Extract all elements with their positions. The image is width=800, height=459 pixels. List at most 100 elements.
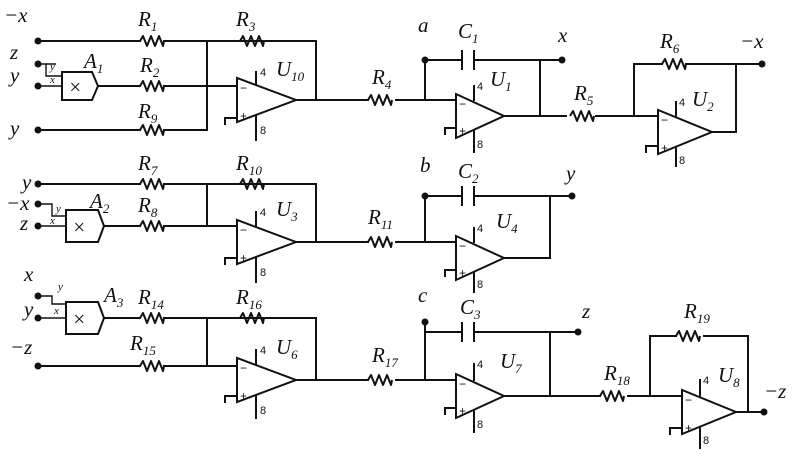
label-c1: C1 [458,19,479,46]
node-a-dot [421,56,429,64]
u7-plus-wire [444,407,457,415]
u1-plus: + [459,124,466,138]
u4-plus: + [459,266,466,280]
label-a1: A1 [82,49,103,76]
a1-top-input: y [49,61,55,73]
multiplier-a1-symbol: × [68,75,82,99]
multiplier-a3 [65,301,106,335]
label-row3-y: y [22,297,34,321]
label-row1-z: z [9,40,18,64]
resistor-r17 [367,374,393,386]
wire-r6 [633,63,761,133]
label-u6: U6 [276,335,298,362]
label-row2-z: z [19,211,28,235]
label-r9: R9 [137,99,158,126]
label-u2: U2 [692,87,714,114]
u8-plus: + [685,421,692,435]
label-r7: R7 [137,151,158,178]
capacitor-c1 [461,50,475,70]
u10-input-wires [206,85,238,125]
a3-bot-input: x [53,305,59,317]
resistor-r1 [139,35,165,47]
resistor-r9 [139,124,165,136]
u1-plus-wire [444,127,457,135]
label-row3-neg-z: −z [10,335,32,359]
label-out-neg-z: −z [764,379,786,403]
label-u8: U8 [718,363,740,390]
u3-plus: + [240,251,247,265]
label-u1: U1 [490,67,512,94]
capacitor-c3 [461,322,475,342]
label-r4: R4 [371,65,392,92]
u2-pin-bottom: 8 [679,155,685,167]
label-out-y: y [564,161,576,185]
u4-plus-wire [444,269,457,277]
resistor-r18 [599,390,625,402]
wire-r1-feedback [37,40,317,101]
label-r16: R16 [235,285,262,312]
u10-plus: + [240,109,247,123]
terminal-row3-out-z [574,328,582,336]
u10-pin-top: 4 [260,67,266,79]
u6-minus: − [240,361,247,375]
u6-plus: + [240,389,247,403]
opamp-u4 [455,234,507,282]
resistor-r2 [139,80,165,92]
resistor-r5 [569,110,595,122]
resistor-r3 [239,35,265,47]
wire-r19 [649,335,763,413]
label-r5: R5 [573,81,594,108]
label-u7: U7 [500,349,522,376]
wire-c2 [424,195,569,259]
multiplier-a1 [61,71,100,101]
resistor-r16 [239,312,265,324]
u8-pin-bottom: 8 [703,435,709,447]
wire-a1-inputs [38,63,62,87]
u7-pin-bottom: 8 [477,419,483,431]
wire-a2-inputs [38,203,66,227]
label-row1-neg-x: −x [4,3,28,27]
opamp-u8 [681,388,739,436]
u7-plus: + [459,404,466,418]
label-c2: C2 [458,159,479,186]
label-row1-y: y [8,63,20,87]
label-out-neg-x: −x [740,29,764,53]
label-a2: A2 [88,189,110,216]
resistor-r15 [139,360,165,372]
opamp-u6 [236,356,299,404]
u8-pin-top: 4 [703,375,709,387]
a2-bot-input: x [49,215,55,227]
u4-pin-bottom: 8 [477,279,483,291]
label-out-z: z [581,299,590,323]
resistor-r7 [139,178,165,190]
resistor-r10 [239,178,265,190]
u6-plus-wire [224,395,238,403]
opamp-u2 [657,108,715,156]
wire-r18 [549,331,683,397]
label-r2: R2 [139,53,160,80]
multiplier-a2 [65,209,106,243]
label-r19: R19 [683,299,710,326]
opamp-u1 [455,92,507,140]
u1-minus: − [459,97,466,111]
label-r1: R1 [137,7,157,34]
label-c3: C3 [460,295,481,322]
multiplier-a3-symbol: × [72,307,86,331]
label-node-b: b [420,153,431,177]
u2-plus: + [661,141,668,155]
u3-plus-wire [224,257,238,265]
opamp-u10 [236,76,299,124]
label-r3: R3 [235,7,256,34]
node-c-dot [421,318,429,326]
u2-minus: − [661,113,668,127]
label-r17: R17 [371,343,398,370]
terminal-row2-out-y [568,192,576,200]
u6-pin-bottom: 8 [260,405,266,417]
u6-pin-top: 4 [260,345,266,357]
u7-pin-top: 4 [477,359,483,371]
label-row3-x: x [23,262,34,286]
opamp-u3 [236,218,299,266]
wire-r10-feedback [37,183,317,243]
label-r14: R14 [137,285,164,312]
